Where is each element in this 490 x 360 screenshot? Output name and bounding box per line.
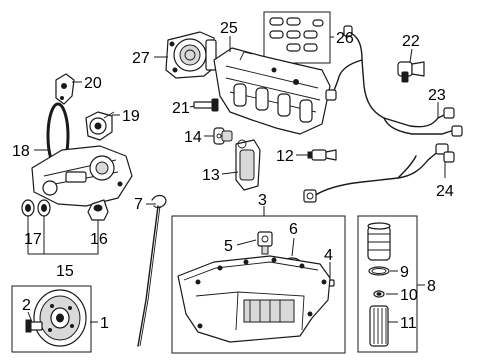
callout-3: 3	[258, 192, 267, 209]
pressure-sensor	[213, 127, 233, 145]
pump-seal	[37, 199, 51, 217]
pulley-bolt	[25, 319, 43, 333]
callout-20: 20	[84, 75, 102, 92]
manifold-bolt	[193, 98, 219, 112]
callout-15: 15	[56, 263, 74, 280]
callout-26: 26	[336, 30, 354, 47]
belt-tensioner	[85, 111, 115, 141]
callout-7: 7	[134, 196, 143, 213]
oil-filter-housing	[367, 222, 391, 261]
oil-filter-element	[369, 305, 389, 347]
engine-wiring-harness	[325, 25, 463, 137]
callout-labels: 1 2 3 4 5 6 7 8 9 10 11 12 13 14 15 16 1…	[12, 20, 454, 332]
callout-27: 27	[132, 50, 150, 67]
coolant-temp-sensor	[307, 149, 337, 161]
callout-5: 5	[224, 238, 233, 255]
oil-pump-assembly	[31, 145, 133, 207]
callout-13: 13	[202, 167, 220, 184]
oil-pan	[177, 255, 331, 343]
callout-1: 1	[100, 315, 109, 332]
filter-washer	[373, 290, 385, 298]
callout-8: 8	[427, 278, 436, 295]
callout-17: 17	[24, 231, 42, 248]
camshaft-sensor	[397, 61, 425, 83]
throttle-body	[165, 31, 217, 79]
callout-25: 25	[220, 20, 238, 37]
callout-18: 18	[12, 143, 30, 160]
oil-filter-group-box	[357, 215, 418, 353]
oil-pan-group-box	[171, 215, 346, 354]
callout-10: 10	[400, 287, 418, 304]
filter-o-ring	[368, 266, 390, 276]
callout-24: 24	[436, 183, 454, 200]
callout-4: 4	[324, 247, 333, 264]
sensor-wiring-harness	[303, 143, 455, 203]
callout-22: 22	[402, 33, 420, 50]
oil-dipstick	[137, 194, 167, 347]
callout-14: 14	[184, 129, 202, 146]
crankshaft-pulley	[33, 289, 87, 347]
callout-11: 11	[400, 315, 417, 332]
crank-seal	[21, 199, 35, 217]
callout-2: 2	[22, 297, 31, 314]
intake-gasket-set	[269, 17, 324, 52]
callout-16: 16	[90, 231, 108, 248]
leader-lines	[27, 36, 446, 323]
oil-drain-plug	[257, 231, 273, 255]
callout-9: 9	[400, 264, 409, 281]
tensioner-bracket	[55, 73, 75, 105]
callout-19: 19	[122, 108, 140, 125]
callout-6: 6	[289, 221, 298, 238]
callout-21: 21	[172, 100, 190, 117]
callout-12: 12	[276, 148, 294, 165]
pump-cap	[87, 199, 109, 221]
vct-solenoid	[235, 139, 261, 191]
pulley-group-box	[11, 285, 92, 353]
intake-manifold	[213, 47, 331, 135]
callout-23: 23	[428, 87, 446, 104]
